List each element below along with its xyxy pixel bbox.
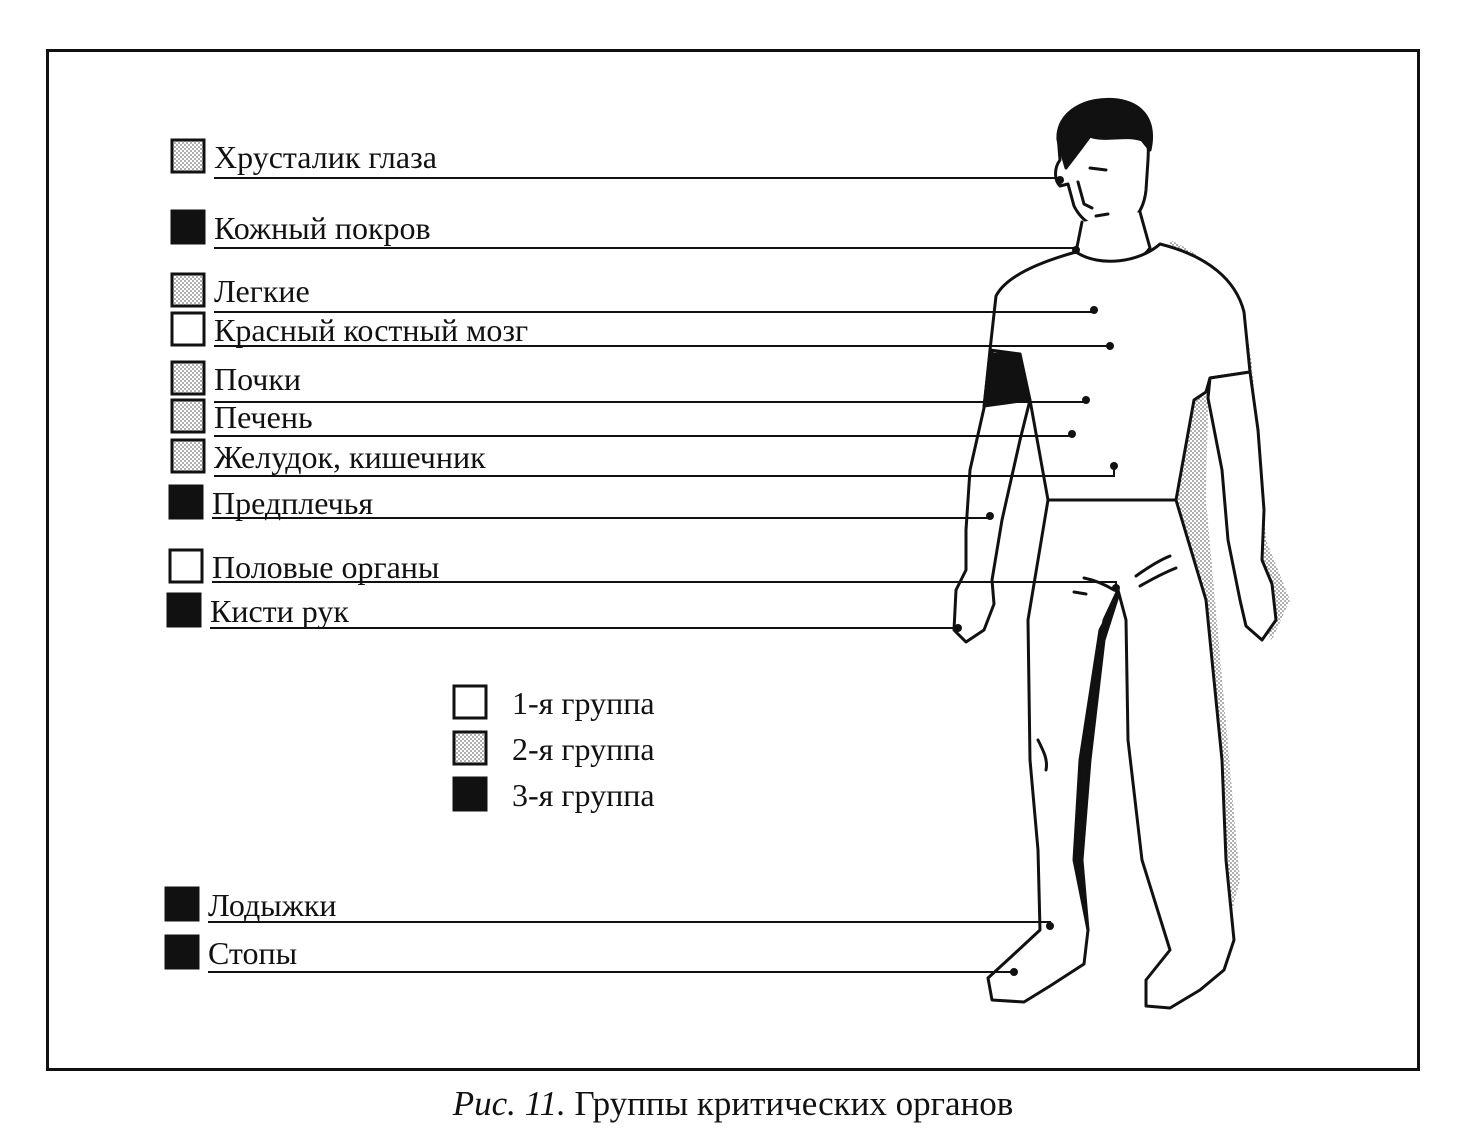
organ-label-12: Стопы xyxy=(208,935,297,971)
organ-label-4: Красный костный мозг xyxy=(214,312,528,348)
organ-pointer-dot-4 xyxy=(1106,342,1114,350)
inner-leg-shadow xyxy=(1072,594,1120,932)
organ-pointer-dot-3 xyxy=(1090,306,1098,314)
organ-label-2: Кожный покров xyxy=(214,210,431,246)
organ-label-10: Кисти рук xyxy=(210,593,349,629)
organ-pointer-dot-1 xyxy=(1056,176,1064,184)
organ-leader-line-11 xyxy=(208,921,1051,926)
face-detail xyxy=(1076,166,1110,218)
arm-left xyxy=(952,348,1032,644)
organ-pointer-dot-2 xyxy=(1072,246,1080,254)
organ-swatch-5 xyxy=(170,360,206,396)
organ-label-8: Предплечья xyxy=(212,485,373,521)
organ-swatch-8 xyxy=(168,484,204,520)
organ-label-6: Печень xyxy=(214,399,313,435)
organ-swatch-2 xyxy=(170,209,206,245)
organ-label-9: Половые органы xyxy=(212,549,439,585)
organ-swatch-9 xyxy=(168,548,204,584)
organ-pointer-dot-9 xyxy=(1112,584,1120,592)
organ-pointer-dot-6 xyxy=(1068,430,1076,438)
legend-swatch-2 xyxy=(452,730,488,766)
arm-right xyxy=(1206,370,1278,642)
organ-swatch-3 xyxy=(170,272,206,308)
organ-swatch-12 xyxy=(164,934,200,970)
organ-swatch-4 xyxy=(170,311,206,347)
organ-swatch-7 xyxy=(170,438,206,474)
legend-label-1: 1-я группа xyxy=(512,685,655,721)
organ-pointer-dot-8 xyxy=(986,512,994,520)
legs xyxy=(986,498,1236,1010)
knee-crease xyxy=(1036,738,1048,772)
organ-swatch-10 xyxy=(166,592,202,628)
human-figure xyxy=(952,97,1290,1010)
organ-leader-line-6 xyxy=(214,434,1073,437)
hair xyxy=(1056,97,1153,170)
organ-label-1: Хрусталик глаза xyxy=(214,139,437,175)
legend-label-3: 3-я группа xyxy=(512,777,655,813)
armpit-left xyxy=(982,352,1030,408)
organ-pointer-dot-10 xyxy=(954,624,962,632)
organ-pointer-dot-5 xyxy=(1082,396,1090,404)
caption-number: Рис. 11. xyxy=(452,1084,566,1123)
legend: 1-я группа 2-я группа 3-я группа xyxy=(452,684,655,813)
legend-swatch-3 xyxy=(452,776,488,812)
organ-leader-line-5 xyxy=(214,400,1087,403)
organ-label-5: Почки xyxy=(214,361,301,397)
organ-swatch-11 xyxy=(164,886,200,922)
organ-swatch-1 xyxy=(170,138,206,174)
organ-label-3: Легкие xyxy=(214,273,310,309)
organ-label-7: Желудок, кишечник xyxy=(214,439,486,475)
figure-caption: Рис. 11. Группы критических органов xyxy=(0,1084,1466,1124)
organ-swatch-6 xyxy=(170,398,206,434)
organ-label-11: Лодыжки xyxy=(208,887,337,923)
organ-pointer-dot-12 xyxy=(1010,968,1018,976)
legend-label-2: 2-я группа xyxy=(512,731,655,767)
organ-leader-line-1 xyxy=(214,177,1061,180)
organ-pointer-dot-11 xyxy=(1046,922,1054,930)
caption-text: Группы критических органов xyxy=(565,1084,1014,1123)
legend-swatch-1 xyxy=(452,684,488,720)
figure-frame xyxy=(46,49,1420,1071)
organ-leader-line-2 xyxy=(214,247,1077,250)
organ-pointer-dot-7 xyxy=(1110,462,1118,470)
